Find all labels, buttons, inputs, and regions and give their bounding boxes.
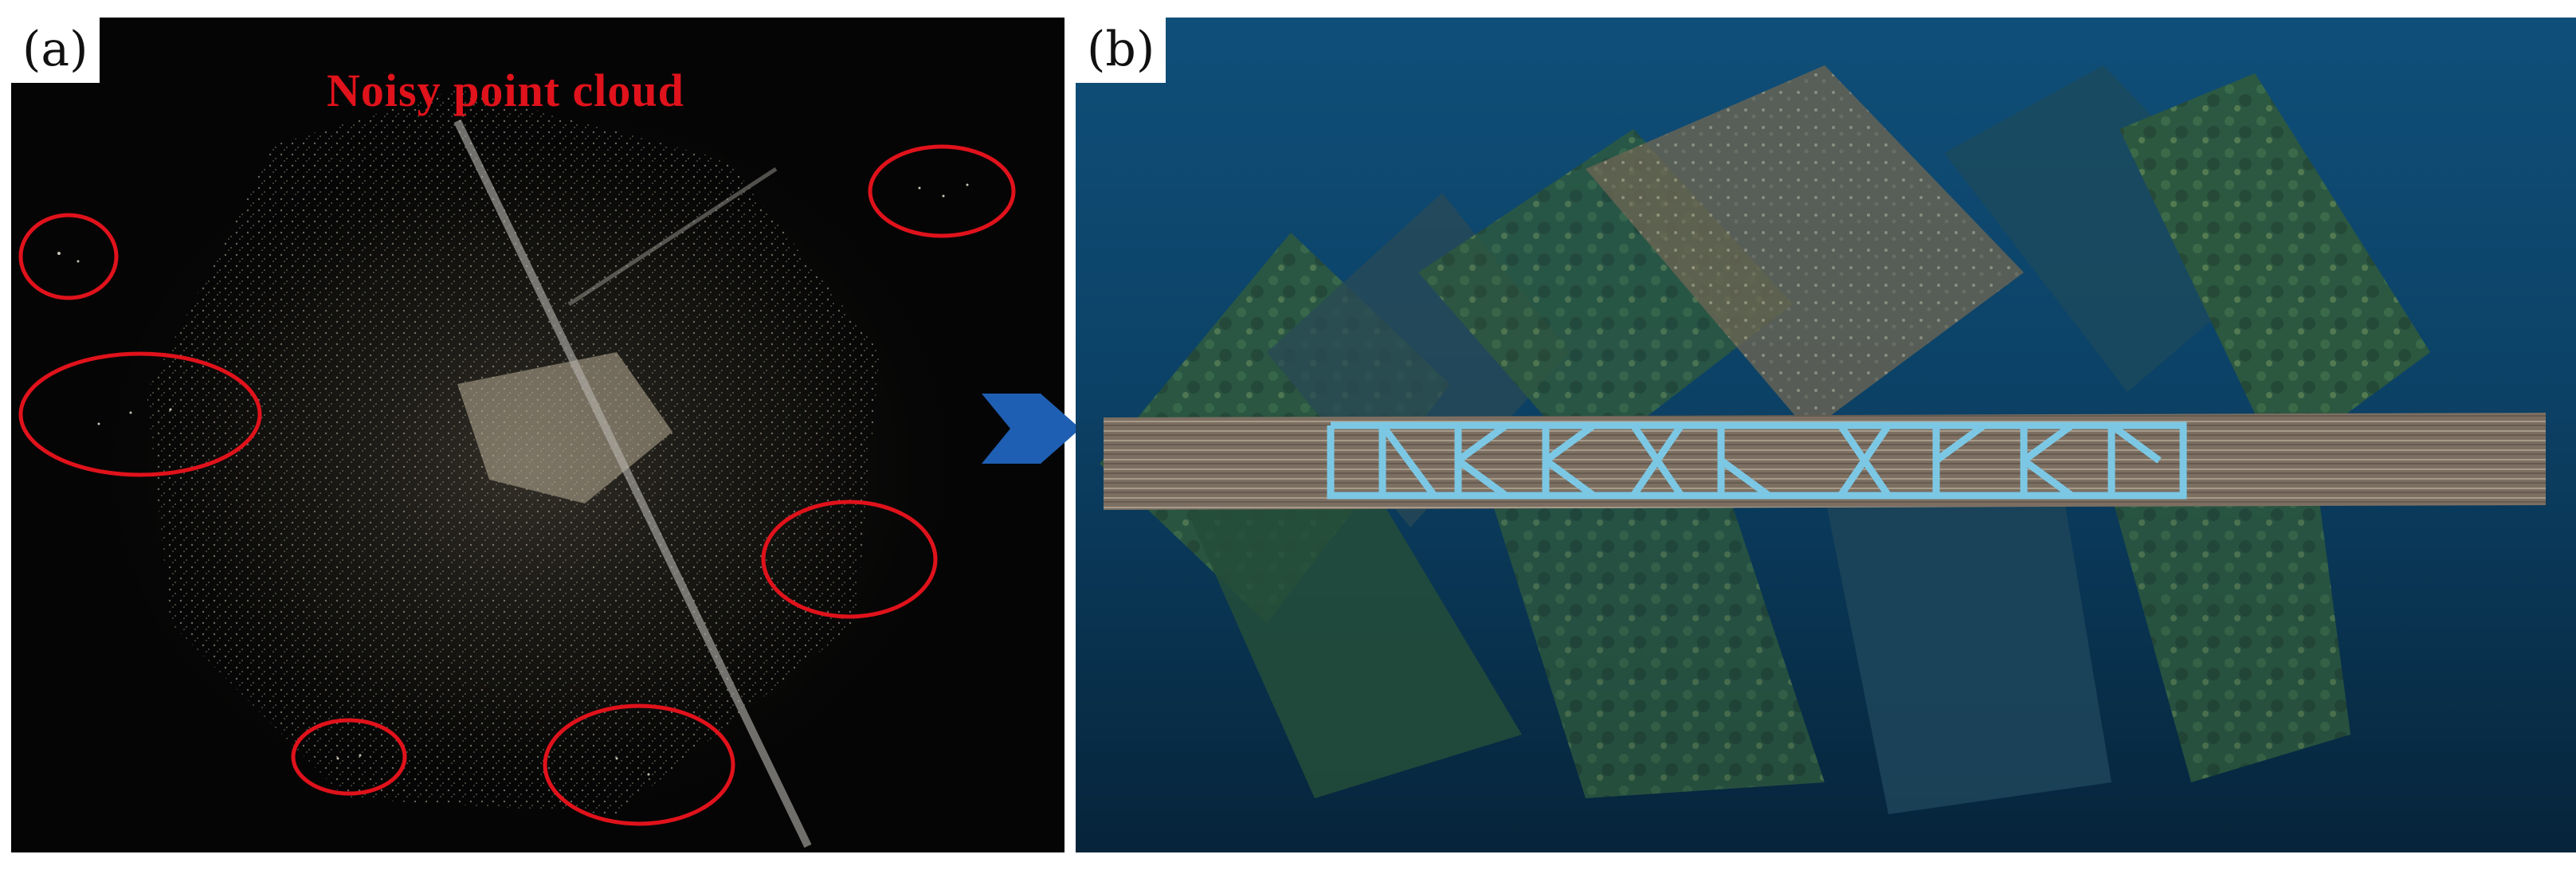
noise-highlight-circles xyxy=(18,144,1016,826)
noise-circle-6 xyxy=(543,703,735,826)
noisy-point-cloud-image xyxy=(18,89,1016,848)
noise-circle-2 xyxy=(18,351,262,477)
tile-river xyxy=(1586,65,2024,432)
tile-southeast xyxy=(1825,496,2111,814)
panel-a-noisy-point-cloud: (a) Noisy point cloud xyxy=(11,18,1065,852)
noise-speckles xyxy=(57,183,969,776)
tile-far-east xyxy=(2111,496,2351,782)
panel-b-label: (b) xyxy=(1076,18,1166,83)
noise-circle-4 xyxy=(761,500,938,619)
dense-cluster xyxy=(457,352,672,504)
tile-east xyxy=(2119,73,2430,464)
noise-circle-1 xyxy=(18,213,119,300)
tile-south xyxy=(1490,496,1825,798)
road-line xyxy=(567,167,778,307)
tile-southwest xyxy=(1187,496,1522,798)
panel-a-title: Noisy point cloud xyxy=(327,65,684,116)
bridge-road-line xyxy=(453,119,812,848)
tile-northeast xyxy=(1944,65,2287,392)
panel-b-denoised-point-cloud: (b) xyxy=(1076,18,2576,852)
noise-circle-3 xyxy=(868,144,1016,238)
right-arrow-icon xyxy=(982,394,1080,464)
denoised-point-cloud-image xyxy=(1100,65,2546,814)
bridge-truss xyxy=(1327,421,2187,500)
panel-a-label: (a) xyxy=(11,18,100,83)
noise-circle-5 xyxy=(291,718,407,796)
